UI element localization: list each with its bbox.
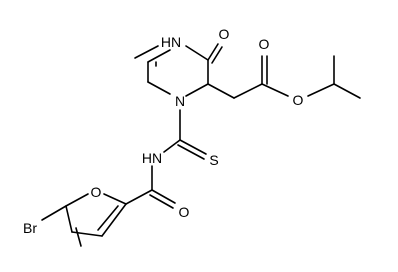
- bond-ketone-1: [207, 43, 219, 61]
- bond-cs-s-1: [179, 139, 207, 155]
- bond-ring-c2-n1: [185, 83, 209, 97]
- atom-o-amide: O: [179, 204, 190, 220]
- bond-furan-c3-c2: [101, 203, 127, 237]
- bond-furan-c4-c3: [71, 231, 103, 237]
- atom-o-ketone: O: [219, 26, 230, 42]
- bond-cs-s-2: [177, 144, 205, 160]
- bond-ch2-cester: [233, 83, 263, 99]
- bond-c5-br: [41, 205, 67, 221]
- bond-furan-c4-c4b: [75, 227, 82, 247]
- bond-ring-left-lower: [147, 81, 171, 95]
- bond-cs-nh: [163, 139, 181, 153]
- atom-o-furan: O: [91, 184, 102, 200]
- bond-cester-o-single: [261, 83, 289, 97]
- bond-furan-c3-c2-inner: [97, 205, 119, 231]
- bond-furan-o-c5: [65, 193, 89, 207]
- bond-c2-ch2: [207, 83, 235, 99]
- atom-nh-ring: HN: [161, 34, 181, 50]
- bond-ring-left-upper: [147, 49, 171, 63]
- bond-camide-o-2: [149, 194, 174, 209]
- atom-labels: HN O N O O HN S O O Br: [23, 26, 304, 236]
- atom-nh-thioamide: HN: [142, 150, 162, 166]
- bond-set: [41, 43, 361, 247]
- bond-ketone-2: [211, 46, 223, 64]
- bond-ch-me1: [333, 83, 361, 99]
- atom-n-ring: N: [175, 93, 185, 109]
- atom-s-thione: S: [209, 152, 218, 168]
- bond-furan-c2-o: [103, 193, 127, 205]
- atom-br: Br: [23, 220, 37, 236]
- bond-o-ch: [307, 83, 335, 97]
- atom-o-ester: O: [293, 92, 304, 108]
- bond-ring-nh-c3: [185, 45, 209, 61]
- bond-nh-c5: [134, 45, 159, 59]
- bond-camide-o-1: [151, 189, 176, 204]
- bond-camide-furan: [125, 189, 153, 205]
- bond-furan-c5-c4: [65, 205, 73, 233]
- atom-o-carbonyl-ester: O: [259, 36, 270, 52]
